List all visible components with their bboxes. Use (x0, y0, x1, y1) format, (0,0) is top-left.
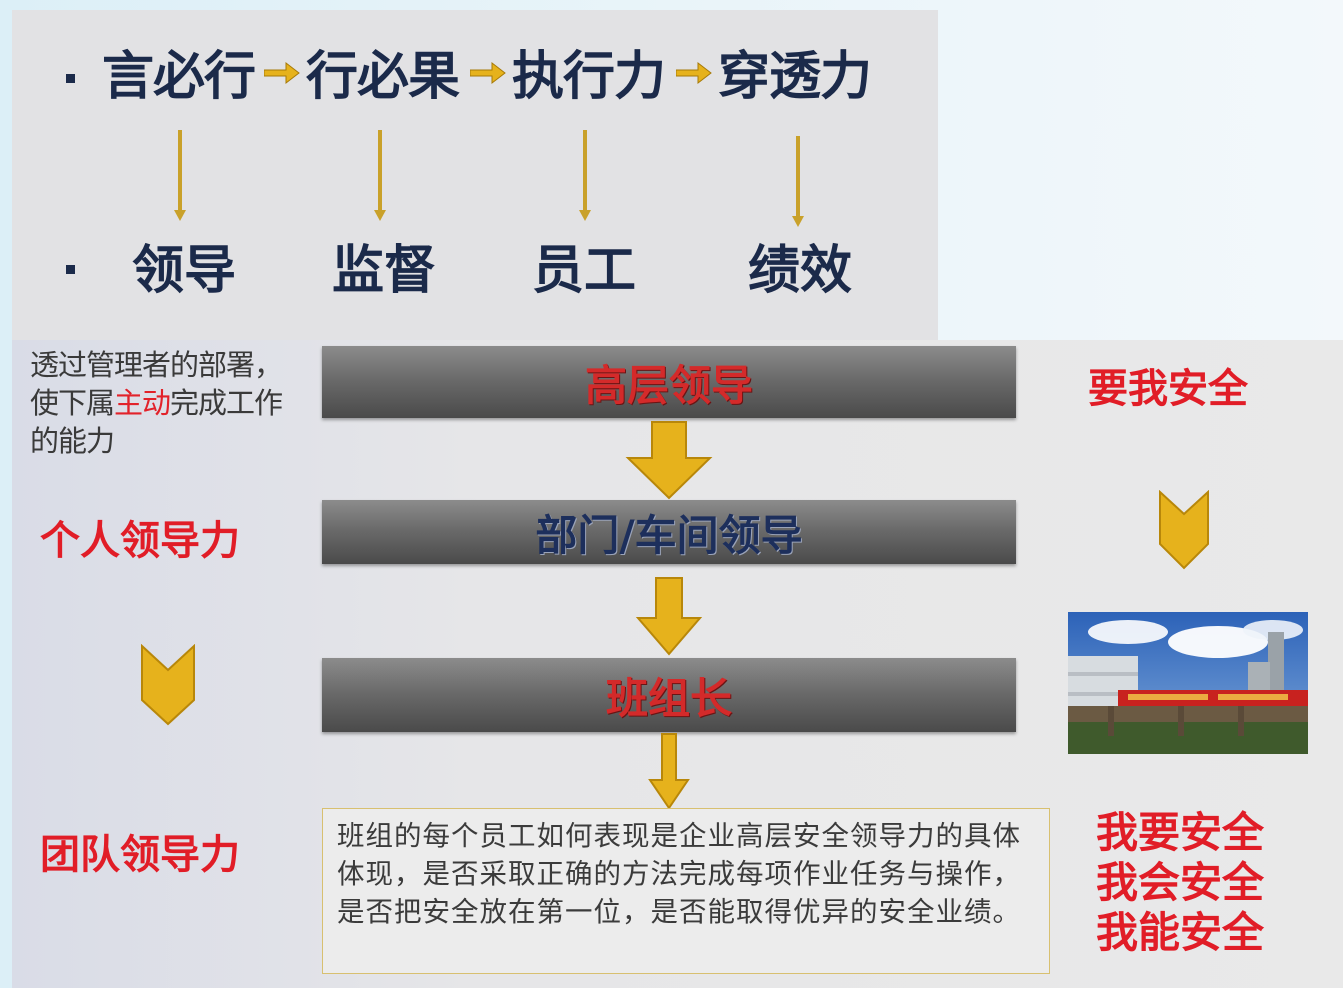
team-leadership-label: 团队领导力 (40, 832, 240, 878)
slogan-item: 我会安全 (1096, 858, 1265, 907)
leadership-description: 透过管理者的部署，使下属主动完成工作的能力 (30, 348, 283, 458)
chain-term-xingbiguo: 行必果 (306, 47, 460, 107)
down-arrow-icon (648, 733, 690, 810)
role-performance: 绩效 (748, 241, 853, 301)
chain-arrow-icon (676, 61, 712, 85)
slogan-item: 我要安全 (1096, 808, 1265, 857)
down-arrow-icon (625, 421, 713, 500)
chevron-down-icon (141, 644, 195, 726)
level-bar-senior-leadership: 高层领导 (322, 346, 1016, 418)
chain-arrow-icon (470, 61, 506, 85)
down-arrow-icon (792, 136, 804, 227)
chevron-down-icon (1159, 490, 1209, 570)
slogan-item: 我能安全 (1096, 908, 1265, 957)
level-bar-department-leadership: 部门/车间领导 (322, 500, 1016, 564)
personal-leadership-label: 个人领导力 (40, 518, 240, 564)
role-leader: 领导 (132, 241, 237, 301)
chain-term-yanbixing: 言必行 (102, 47, 256, 107)
role-employee: 员工 (532, 241, 637, 301)
factory-photo (1068, 612, 1308, 754)
top-panel (12, 10, 938, 340)
team-description-box: 班组的每个员工如何表现是企业高层安全领导力的具体体现，是否采取正确的方法完成每项… (322, 808, 1050, 974)
slogan-list: 我要安全 我会安全 我能安全 (1096, 808, 1296, 958)
level-bar-team-leader: 班组长 (322, 658, 1016, 732)
down-arrow-icon (579, 130, 591, 221)
bullet-chain (66, 74, 75, 83)
slogan-top: 要我安全 (1088, 366, 1248, 412)
chain-term-chuantouli: 穿透力 (718, 47, 872, 107)
chain-term-zhixingli: 执行力 (512, 47, 666, 107)
bullet-roles (66, 265, 75, 274)
down-arrow-icon (374, 130, 386, 221)
down-arrow-icon (174, 130, 186, 221)
chain-arrow-icon (264, 61, 300, 85)
down-arrow-icon (635, 577, 703, 656)
role-supervision: 监督 (332, 241, 437, 301)
